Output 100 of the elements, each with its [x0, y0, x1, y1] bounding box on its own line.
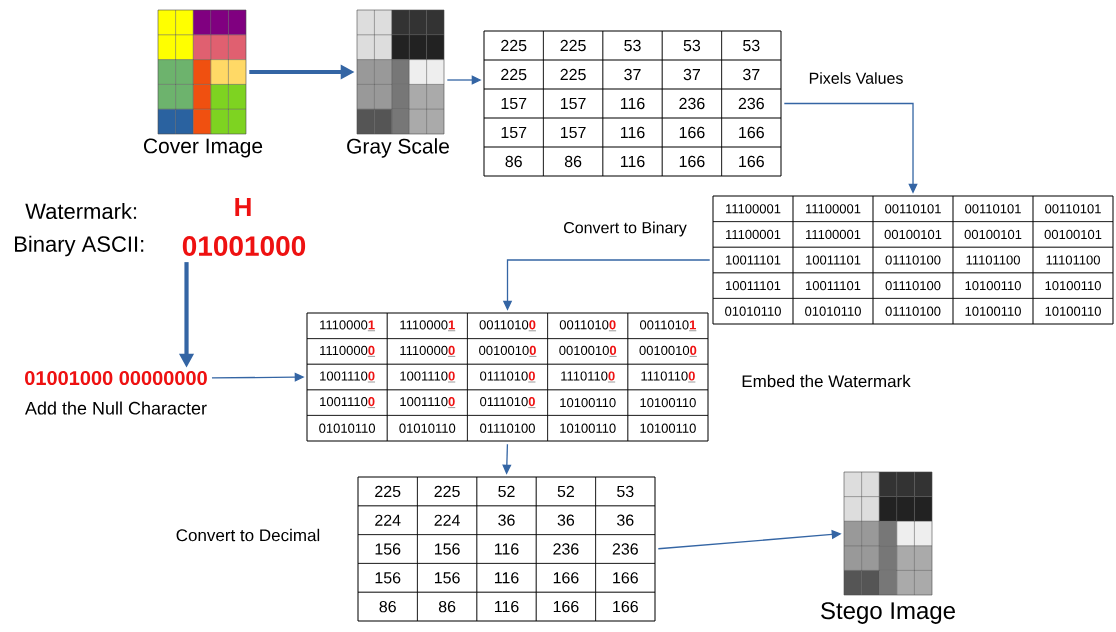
table-cell: 53	[661, 30, 722, 61]
table-cell: 01110100	[467, 363, 548, 391]
text-label: Binary ASCII:	[15, 235, 144, 257]
table-cell: 01110100	[872, 246, 954, 274]
table-cell: 01110100	[872, 298, 954, 325]
table-cell: 166	[661, 117, 722, 148]
table-cell: 52	[476, 476, 537, 507]
table-cell: 11101100	[547, 363, 629, 391]
step-label: Convert to Decimal	[176, 528, 320, 542]
table-cell: 36	[535, 505, 596, 535]
table-cell: 157	[483, 88, 544, 119]
table-cell: 01010110	[792, 298, 874, 325]
table-cell: 11100000	[386, 338, 468, 365]
table-cell: 116	[602, 88, 663, 119]
table-cell: 37	[721, 59, 782, 90]
table-cell: 10011101	[712, 272, 794, 299]
table-cell: 00110101	[952, 195, 1034, 222]
table-cell: 225	[417, 476, 478, 507]
table-cell: 36	[476, 505, 537, 535]
table-cell: 166	[721, 117, 782, 148]
table-cell: 10100110	[547, 415, 629, 442]
table-cell: 10100110	[627, 389, 709, 416]
pixel-grid-drawing	[843, 471, 933, 596]
table-cell: 10011100	[386, 363, 468, 391]
table-cell: 01010110	[306, 415, 388, 442]
pixel-grid-drawing	[356, 9, 445, 135]
table-cell: 236	[535, 534, 596, 564]
table-cell: 10011100	[306, 389, 388, 416]
table-cell: 11100001	[792, 195, 874, 222]
table-cell: 166	[721, 146, 782, 177]
table-cell: 236	[661, 88, 722, 119]
table-cell: 37	[661, 59, 722, 90]
table-cell: 53	[602, 30, 663, 61]
text-label: Watermark:	[25, 202, 137, 220]
step-label: Stego Image	[821, 602, 955, 624]
table-cell: 36	[595, 505, 656, 535]
table-cell: 11100001	[712, 221, 794, 248]
table-cell: 157	[543, 88, 604, 119]
table-cell: 166	[535, 563, 596, 593]
table-cell: 11100001	[306, 312, 388, 339]
table-cell: 157	[543, 117, 604, 148]
table-cell: 224	[417, 505, 478, 535]
step-label: Add the Null Character	[25, 401, 207, 415]
table-cell: 10011101	[712, 246, 794, 274]
table-cell: 86	[543, 146, 604, 177]
table-cell: 225	[357, 476, 418, 507]
table-cell: 116	[476, 534, 537, 564]
table-cell: 116	[602, 146, 663, 177]
table-cell: 01110100	[467, 389, 548, 416]
table-cell: 11101100	[952, 246, 1034, 274]
table-cell: 236	[721, 88, 782, 119]
text-label: H	[235, 198, 251, 216]
table-cell: 11101100	[1032, 246, 1114, 274]
table-cell: 01110100	[872, 272, 954, 299]
table-cell: 225	[543, 30, 604, 61]
table-cell: 156	[417, 534, 478, 564]
table-cell: 01010110	[712, 298, 794, 325]
table-cell: 52	[535, 476, 596, 507]
table-cell: 156	[357, 563, 418, 593]
table-cell: 11100001	[712, 195, 794, 222]
table-cell: 86	[483, 146, 544, 177]
step-label: Gray Scale	[347, 138, 449, 158]
table-cell: 116	[476, 563, 537, 593]
table-cell: 156	[357, 534, 418, 564]
step-label: Pixels Values	[809, 72, 903, 84]
table-cell: 11101100	[627, 363, 709, 391]
table-cell: 37	[602, 59, 663, 90]
table-cell: 01110100	[467, 415, 548, 442]
table-cell: 10011101	[792, 246, 874, 274]
pixel-grid-drawing	[157, 9, 247, 135]
binary-code: 01001000	[182, 236, 306, 256]
table-cell: 236	[595, 534, 656, 564]
table-cell: 00110100	[547, 312, 629, 339]
table-cell: 116	[602, 117, 663, 148]
table-cell: 166	[661, 146, 722, 177]
table-cell: 225	[543, 59, 604, 90]
table-cell: 00100101	[1032, 221, 1114, 248]
step-label: Embed the Watermark	[742, 374, 911, 388]
table-cell: 10100110	[952, 298, 1034, 325]
table-cell: 224	[357, 505, 418, 535]
table-cell: 225	[483, 30, 544, 61]
table-cell: 10011101	[792, 272, 874, 299]
table-cell: 10100110	[952, 272, 1034, 299]
table-cell: 00110100	[467, 312, 548, 339]
table-cell: 86	[417, 591, 478, 622]
table-cell: 86	[357, 591, 418, 622]
table-cell: 11100001	[386, 312, 468, 339]
table-cell: 10100110	[1032, 298, 1114, 325]
table-cell: 00110101	[627, 312, 709, 339]
table-cell: 00100100	[467, 338, 548, 365]
table-cell: 00110101	[872, 195, 954, 222]
table-cell: 166	[595, 591, 656, 622]
table-cell: 156	[417, 563, 478, 593]
binary-code: 01001000 00000000	[25, 370, 207, 386]
table-cell: 00100101	[872, 221, 954, 248]
table-cell: 00100100	[547, 338, 629, 365]
table-cell: 10100110	[627, 415, 709, 442]
table-cell: 11100001	[792, 221, 874, 248]
table-cell: 00100100	[627, 338, 709, 365]
table-cell: 10100110	[1032, 272, 1114, 299]
